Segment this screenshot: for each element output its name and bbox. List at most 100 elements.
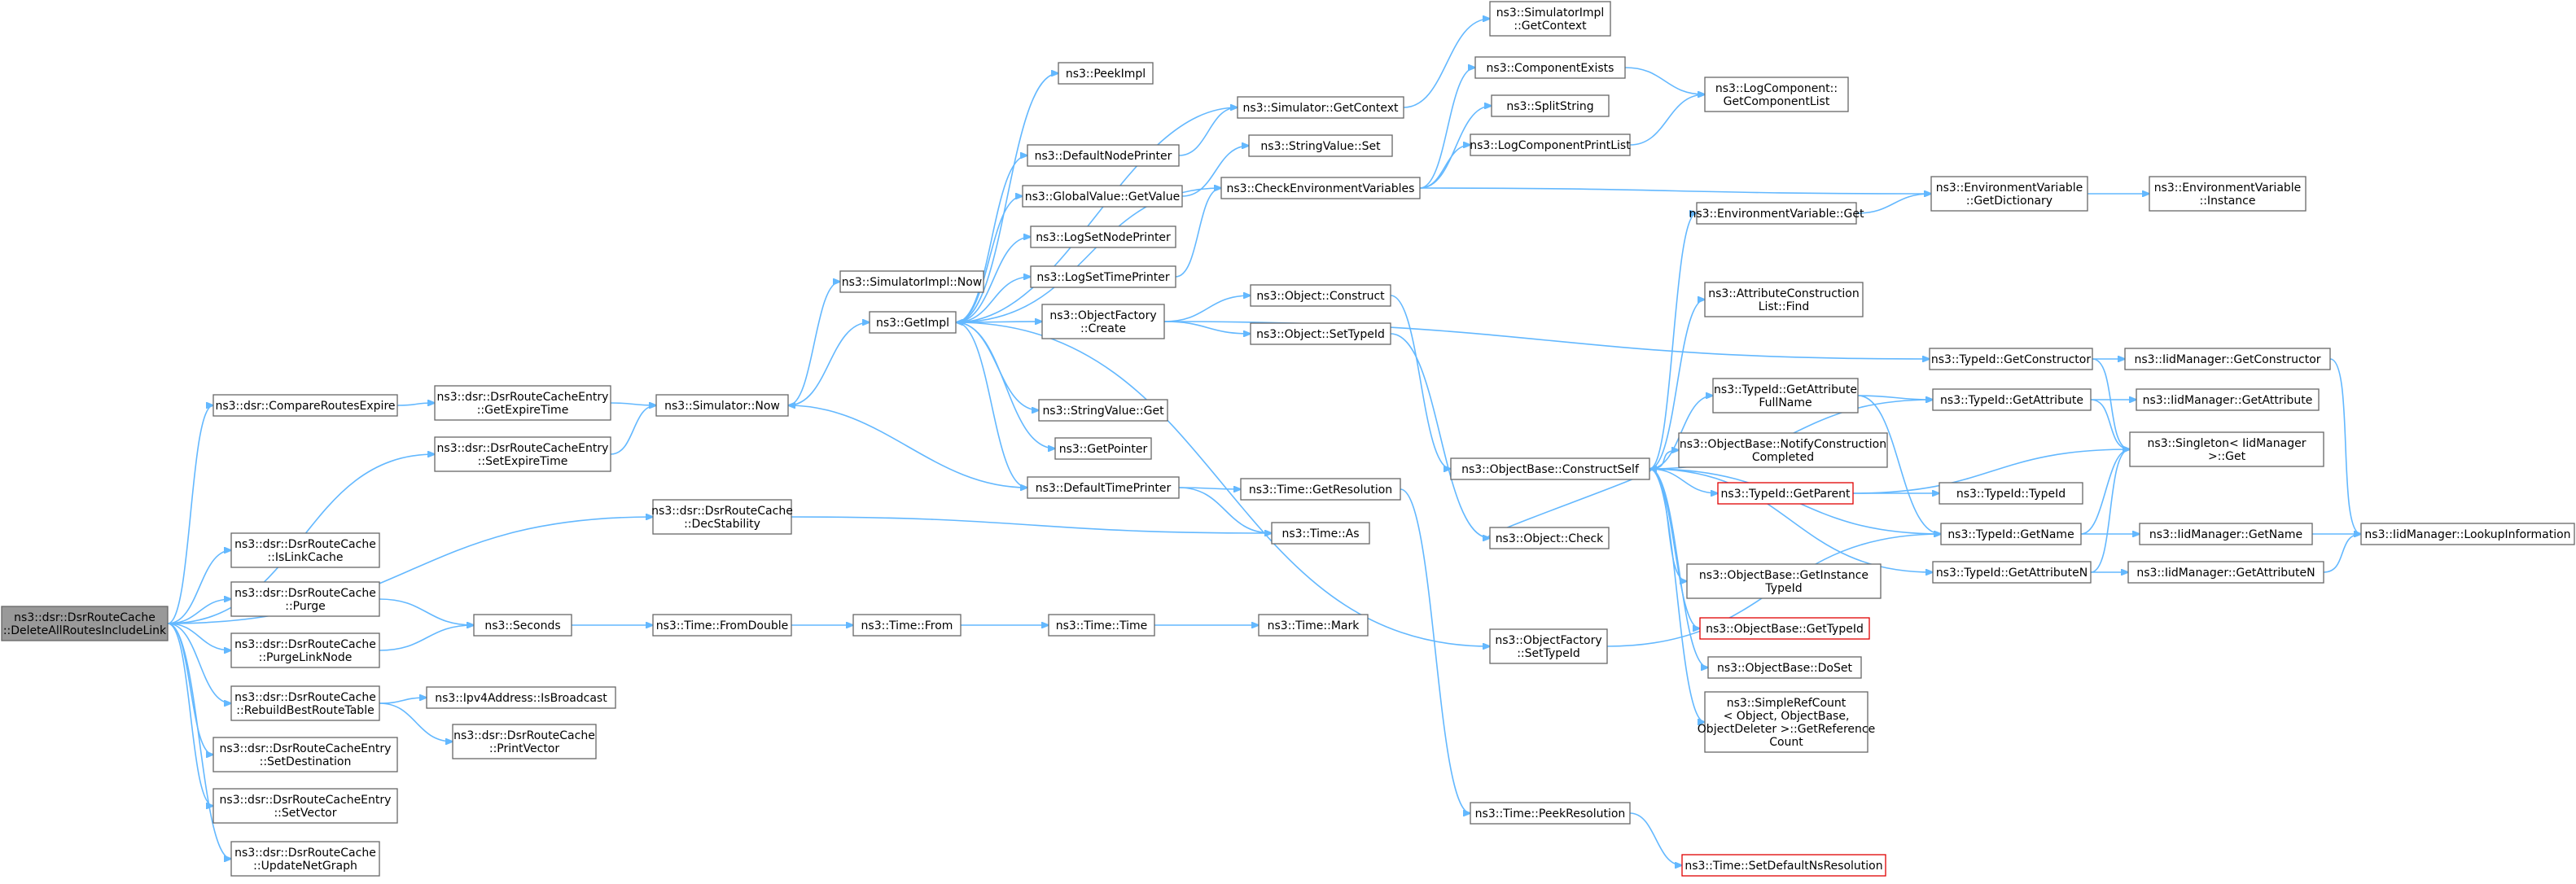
node-logSetNodePrinter[interactable]: ns3::LogSetNodePrinter <box>1030 225 1176 248</box>
node-iidGetName[interactable]: ns3::IidManager::GetName <box>2139 523 2313 545</box>
node-label: ObjectDeleter >::GetReference <box>1698 723 1875 736</box>
node-box <box>2124 348 2331 370</box>
node-printVector[interactable]: ns3::dsr::DsrRouteCache::PrintVector <box>452 724 597 759</box>
node-seconds[interactable]: ns3::Seconds <box>473 614 572 637</box>
node-box <box>1704 691 1868 753</box>
node-label: ns3::LogSetNodePrinter <box>1036 231 1171 244</box>
node-stringValueSet[interactable]: ns3::StringValue::Set <box>1248 134 1393 157</box>
node-objectFactorySetTypeId[interactable]: ns3::ObjectFactory::SetTypeId <box>1489 628 1608 664</box>
node-peekImpl[interactable]: ns3::PeekImpl <box>1058 62 1154 85</box>
node-isLinkCache[interactable]: ns3::dsr::DsrRouteCache::IsLinkCache <box>230 532 380 568</box>
node-envVarGetDictionary[interactable]: ns3::EnvironmentVariable::GetDictionary <box>1930 176 2088 212</box>
node-iidGetConstructor[interactable]: ns3::IidManager::GetConstructor <box>2124 348 2331 370</box>
node-setVector[interactable]: ns3::dsr::DsrRouteCacheEntry::SetVector <box>212 788 398 824</box>
node-box <box>1696 202 1857 225</box>
node-objectBaseDoSet[interactable]: ns3::ObjectBase::DoSet <box>1707 656 1862 679</box>
node-simImplNow[interactable]: ns3::SimulatorImpl::Now <box>839 270 984 293</box>
node-typeIdGetParent[interactable]: ns3::TypeId::GetParent <box>1717 482 1854 505</box>
node-label: ::GetDictionary <box>1966 195 2052 208</box>
node-entrySetExpireTime[interactable]: ns3::dsr::DsrRouteCacheEntry::SetExpireT… <box>434 436 611 472</box>
node-simNow[interactable]: ns3::Simulator::Now <box>655 394 789 417</box>
node-typeIdGetName[interactable]: ns3::TypeId::GetName <box>1940 523 2082 545</box>
edge-root-to-purge <box>167 599 231 624</box>
edge-typeIdGetParent-to-singletonGet <box>1852 449 2130 494</box>
node-label: ns3::Time::GetResolution <box>1249 484 1392 497</box>
node-label: ::Instance <box>2200 195 2256 208</box>
node-entryGetExpireTime[interactable]: ns3::dsr::DsrRouteCacheEntry::GetExpireT… <box>434 385 611 421</box>
node-timeSetDefaultNsResolution[interactable]: ns3::Time::SetDefaultNsResolution <box>1681 854 1886 877</box>
node-simpleRefCount[interactable]: ns3::SimpleRefCount< Object, ObjectBase,… <box>1698 691 1875 753</box>
node-singletonGet[interactable]: ns3::Singleton< IidManager >::Get <box>2129 431 2324 467</box>
node-purgeLinkNode[interactable]: ns3::dsr::DsrRouteCache::PurgeLinkNode <box>230 632 380 668</box>
node-getImpl[interactable]: ns3::GetImpl <box>869 311 957 334</box>
node-box <box>1686 563 1882 599</box>
node-objectSetTypeId[interactable]: ns3::Object::SetTypeId <box>1250 322 1391 345</box>
node-objectCheck[interactable]: ns3::Object::Check <box>1489 527 1610 549</box>
node-label: ns3::ComponentExists <box>1487 62 1614 75</box>
node-label: ns3::DefaultTimePrinter <box>1036 482 1172 495</box>
node-simImplGetContext[interactable]: ns3::SimulatorImpl::GetContext <box>1489 1 1611 37</box>
node-getPointer[interactable]: ns3::GetPointer <box>1054 437 1152 460</box>
node-logSetTimePrinter[interactable]: ns3::LogSetTimePrinter <box>1030 265 1176 288</box>
node-timeFrom[interactable]: ns3::Time::From <box>852 614 962 637</box>
node-box <box>839 270 984 293</box>
node-purge[interactable]: ns3::dsr::DsrRouteCache::Purge <box>230 581 380 617</box>
node-defaultNodePrinter[interactable]: ns3::DefaultNodePrinter <box>1027 144 1180 167</box>
node-notifyConstructionCompleted[interactable]: ns3::ObjectBase::NotifyConstructionCompl… <box>1678 432 1888 468</box>
node-iidGetAttributeN[interactable]: ns3::IidManager::GetAttributeN <box>2127 561 2324 584</box>
node-label: ::Create <box>1080 322 1126 335</box>
node-typeIdGetAttribute[interactable]: ns3::TypeId::GetAttribute <box>1932 388 2092 411</box>
node-typeIdGetConstructor[interactable]: ns3::TypeId::GetConstructor <box>1929 348 2093 370</box>
node-label: < Object, ObjectBase, <box>1724 710 1850 723</box>
node-defaultTimePrinter[interactable]: ns3::DefaultTimePrinter <box>1027 476 1180 499</box>
edge-getImpl-to-logSetNodePrinter <box>955 237 1031 323</box>
node-box <box>1030 225 1176 248</box>
node-timeAs[interactable]: ns3::Time::As <box>1271 522 1370 545</box>
node-componentExists[interactable]: ns3::ComponentExists <box>1474 56 1626 79</box>
node-envVarGet[interactable]: ns3::EnvironmentVariable::Get <box>1689 202 1864 225</box>
node-label: ns3::ObjectBase::ConstructSelf <box>1461 463 1640 476</box>
node-timeGetResolution[interactable]: ns3::Time::GetResolution <box>1240 478 1401 501</box>
node-box <box>1470 802 1631 825</box>
node-typeIdGetAttributeN[interactable]: ns3::TypeId::GetAttributeN <box>1932 561 2092 584</box>
node-timeMark[interactable]: ns3::Time::Mark <box>1258 614 1369 637</box>
node-box <box>2129 431 2324 467</box>
node-box <box>1699 617 1870 640</box>
edge-getImpl-to-objectFactorySetTypeId <box>955 322 1490 646</box>
node-simGetContext[interactable]: ns3::Simulator::GetContext <box>1237 96 1404 119</box>
node-objectFactoryCreate[interactable]: ns3::ObjectFactory::Create <box>1041 304 1165 339</box>
node-envVarInstance[interactable]: ns3::EnvironmentVariable::Instance <box>2149 176 2307 212</box>
edge-typeIdGetAttribute-to-singletonGet <box>2090 399 2130 449</box>
node-box <box>1250 284 1391 307</box>
node-rebuildBest[interactable]: ns3::dsr::DsrRouteCache::RebuildBestRout… <box>230 685 380 721</box>
node-logComponentGetList[interactable]: ns3::LogComponent::GetComponentList <box>1704 77 1849 112</box>
node-timeFromDouble[interactable]: ns3::Time::FromDouble <box>652 614 792 637</box>
node-objectConstruct[interactable]: ns3::Object::Construct <box>1250 284 1391 307</box>
node-isBroadcast[interactable]: ns3::Ipv4Address::IsBroadcast <box>426 686 616 709</box>
edge-typeIdGetAttributeFullName-to-typeIdGetName <box>1857 395 1941 534</box>
node-typeIdTypeId[interactable]: ns3::TypeId::TypeId <box>1939 482 2083 505</box>
edge-root-to-setVector <box>167 623 213 806</box>
node-decStability[interactable]: ns3::dsr::DsrRouteCache::DecStability <box>651 499 793 535</box>
node-iidLookupInformation[interactable]: ns3::IidManager::LookupInformation <box>2360 523 2575 545</box>
node-root[interactable]: ns3::dsr::DsrRouteCache::DeleteAllRoutes… <box>1 606 169 641</box>
node-box <box>1240 478 1401 501</box>
edge-logSetTimePrinter-to-checkEnvVars <box>1175 188 1221 278</box>
node-timeTime[interactable]: ns3::Time::Time <box>1048 614 1155 637</box>
node-checkEnvVars[interactable]: ns3::CheckEnvironmentVariables <box>1220 177 1421 199</box>
node-globalValueGetValue[interactable]: ns3::GlobalValue::GetValue <box>1022 185 1183 208</box>
node-box <box>1489 527 1610 549</box>
node-stringValueGet[interactable]: ns3::StringValue::Get <box>1038 399 1168 422</box>
node-updateNetGraph[interactable]: ns3::dsr::DsrRouteCache::UpdateNetGraph <box>230 841 380 877</box>
node-objectBaseGetTypeId[interactable]: ns3::ObjectBase::GetTypeId <box>1699 617 1870 640</box>
node-timePeekResolution[interactable]: ns3::Time::PeekResolution <box>1470 802 1631 825</box>
node-logComponentPrintList[interactable]: ns3::LogComponentPrintList <box>1470 133 1631 156</box>
node-splitString[interactable]: ns3::SplitString <box>1491 94 1610 117</box>
node-iidGetAttribute[interactable]: ns3::IidManager::GetAttribute <box>2136 388 2320 411</box>
node-objectBaseConstructSelf[interactable]: ns3::ObjectBase::ConstructSelf <box>1450 457 1650 480</box>
node-compareRoutesExpire[interactable]: ns3::dsr::CompareRoutesExpire <box>212 394 398 417</box>
node-setDestination[interactable]: ns3::dsr::DsrRouteCacheEntry::SetDestina… <box>212 737 398 772</box>
